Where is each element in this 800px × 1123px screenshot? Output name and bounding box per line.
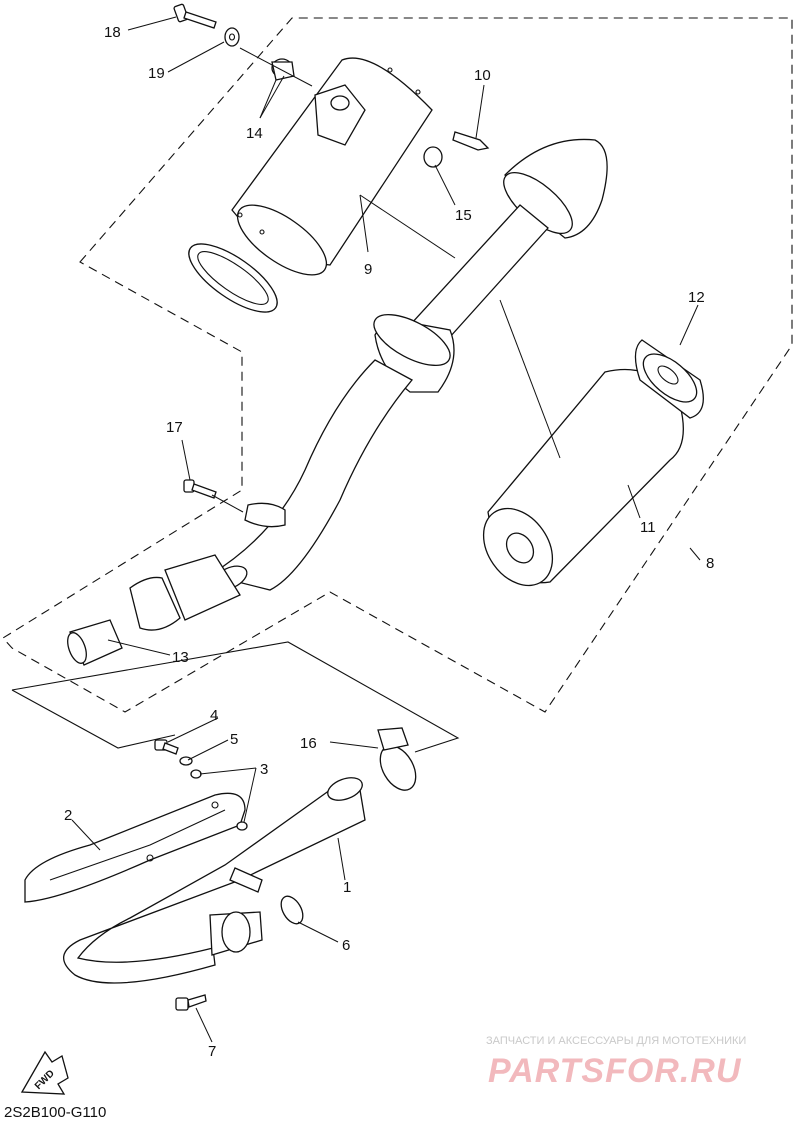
- diagram-code: 2S2B100-G110: [4, 1104, 106, 1121]
- part-12-ring[interactable]: [634, 339, 705, 419]
- callout-11: 11: [640, 519, 656, 536]
- callout-5: 5: [230, 731, 238, 748]
- callout-3: 3: [260, 761, 268, 778]
- part-4-bolt[interactable]: [154, 739, 179, 755]
- callout-14: 14: [246, 125, 263, 142]
- callout-8: 8: [706, 555, 714, 572]
- part-19-washer[interactable]: [224, 27, 240, 47]
- part-17-bolt[interactable]: [183, 479, 217, 499]
- assembly-boundary-bracket: [11, 641, 460, 753]
- watermark-brand: PARTSFOR.RU: [488, 1052, 742, 1090]
- part-2-protector[interactable]: [24, 792, 246, 903]
- fwd-arrow-icon: FWD: [20, 1050, 69, 1095]
- part-16-clamp[interactable]: [373, 727, 423, 796]
- callout-6: 6: [342, 937, 350, 954]
- callout-19: 19: [148, 65, 165, 82]
- watermark-tagline: ЗАПЧАСТИ И АКСЕССУАРЫ ДЛЯ МОТОТЕХНИКИ: [486, 1035, 746, 1047]
- callout-10: 10: [474, 67, 491, 84]
- part-15-collar[interactable]: [423, 146, 443, 168]
- part-5-washer[interactable]: [179, 756, 193, 766]
- part-6-gasket[interactable]: [277, 893, 308, 928]
- callout-13: 13: [172, 649, 189, 666]
- callouts: 18 19 14 10 15 9 12 11 8 17 13 4 5 3 16 …: [64, 24, 714, 1060]
- callout-16: 16: [300, 735, 317, 752]
- watermark: ЗАПЧАСТИ И АКСЕССУАРЫ ДЛЯ МОТОТЕХНИКИ PA…: [486, 1035, 746, 1090]
- part-1-exhaust-pipe[interactable]: [63, 773, 366, 984]
- part-3-grommet-a[interactable]: [190, 769, 202, 779]
- callout-18: 18: [104, 24, 121, 41]
- callout-2: 2: [64, 807, 72, 824]
- callout-7: 7: [208, 1043, 216, 1060]
- callout-17: 17: [166, 419, 183, 436]
- part-7-bolt[interactable]: [175, 994, 207, 1011]
- callout-12: 12: [688, 289, 705, 306]
- callout-15: 15: [455, 207, 472, 224]
- part-13-gasket[interactable]: [64, 619, 123, 666]
- callout-4: 4: [210, 707, 218, 724]
- part-18-bolt[interactable]: [173, 3, 217, 29]
- leader-lines: [71, 16, 701, 1043]
- part-9-end-cap[interactable]: [227, 57, 433, 288]
- part-10-rivet[interactable]: [452, 131, 490, 151]
- muffler-assembly-pipe[interactable]: [129, 138, 608, 631]
- part-3-grommet-b[interactable]: [236, 821, 248, 831]
- callout-9: 9: [364, 261, 372, 278]
- callout-1: 1: [343, 879, 351, 896]
- assembly-boundary-bracket-left: [11, 689, 176, 749]
- gasket-ring[interactable]: [179, 232, 287, 324]
- part-11-silencer-packing[interactable]: [469, 368, 684, 598]
